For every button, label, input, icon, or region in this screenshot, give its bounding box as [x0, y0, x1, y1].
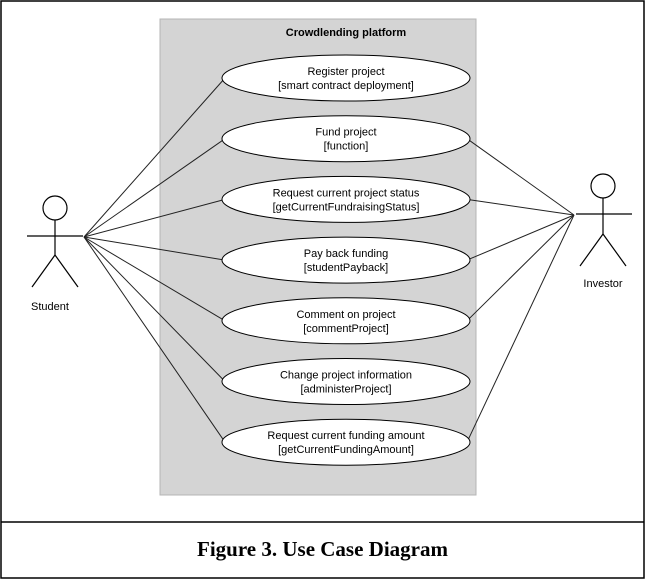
- use-case-4: Pay back funding [studentPayback]: [221, 236, 471, 284]
- association-investor-2: [466, 138, 575, 216]
- investor-label: Investor: [583, 278, 622, 290]
- association-student-1: [83, 77, 226, 238]
- use-case-title: Register project: [307, 66, 384, 78]
- system-title: Crowdlending platform: [286, 27, 407, 39]
- use-case-ellipse: [221, 358, 471, 405]
- use-case-function: [commentProject]: [303, 323, 389, 335]
- association-lines: [83, 77, 575, 443]
- use-case-ellipse: [221, 175, 471, 223]
- use-case-ellipse: [221, 297, 471, 345]
- use-case-6: Change project information [administerPro…: [221, 358, 471, 405]
- student-left-leg: [31, 254, 56, 288]
- student-head-icon: [42, 195, 68, 221]
- association-student-6: [83, 236, 226, 382]
- use-case-title: Request current project status: [273, 187, 420, 199]
- student-right-leg: [54, 254, 79, 288]
- use-case-5: Comment on project [commentProject]: [221, 297, 471, 345]
- use-case-function: [getCurrentFundingAmount]: [278, 444, 414, 456]
- investor-left-leg: [579, 233, 604, 267]
- actor-investor: [576, 173, 632, 267]
- use-case-function: [function]: [324, 141, 369, 153]
- investor-head-icon: [590, 173, 616, 199]
- association-student-4: [83, 236, 226, 261]
- actor-student: [27, 195, 83, 288]
- use-case-2: Fund project [function]: [221, 115, 471, 163]
- use-case-7: Request current funding amount [getCurren…: [221, 418, 471, 466]
- association-investor-7: [466, 214, 575, 443]
- use-case-ellipse: [221, 115, 471, 163]
- association-investor-4: [466, 214, 575, 261]
- use-case-ellipse: [221, 418, 471, 466]
- use-case-1: Register project [smart contract deployme…: [221, 54, 471, 102]
- investor-right-leg: [602, 233, 627, 267]
- use-case-function: [administerProject]: [300, 384, 391, 396]
- association-student-3: [83, 198, 226, 238]
- use-case-ellipse: [221, 54, 471, 102]
- use-case-title: Change project information: [280, 370, 412, 382]
- association-student-7: [83, 236, 226, 443]
- association-investor-3: [466, 198, 575, 216]
- use-case-title: Pay back funding: [304, 248, 388, 260]
- association-student-2: [83, 138, 226, 238]
- use-case-title: Fund project: [315, 127, 376, 139]
- use-case-function: [getCurrentFundraisingStatus]: [273, 201, 420, 213]
- use-case-function: [studentPayback]: [304, 262, 388, 274]
- use-case-ellipse: [221, 236, 471, 284]
- use-case-function: [smart contract deployment]: [278, 80, 414, 92]
- figure-caption: Figure 3. Use Case Diagram: [197, 537, 448, 561]
- use-case-3: Request current project status [getCurren…: [221, 175, 471, 223]
- use-case-title: Comment on project: [296, 309, 395, 321]
- student-label: Student: [31, 301, 69, 313]
- association-student-5: [83, 236, 226, 322]
- use-case-title: Request current funding amount: [267, 430, 424, 442]
- use-case-group: Register project [smart contract deployme…: [221, 54, 471, 466]
- association-investor-5: [466, 214, 575, 322]
